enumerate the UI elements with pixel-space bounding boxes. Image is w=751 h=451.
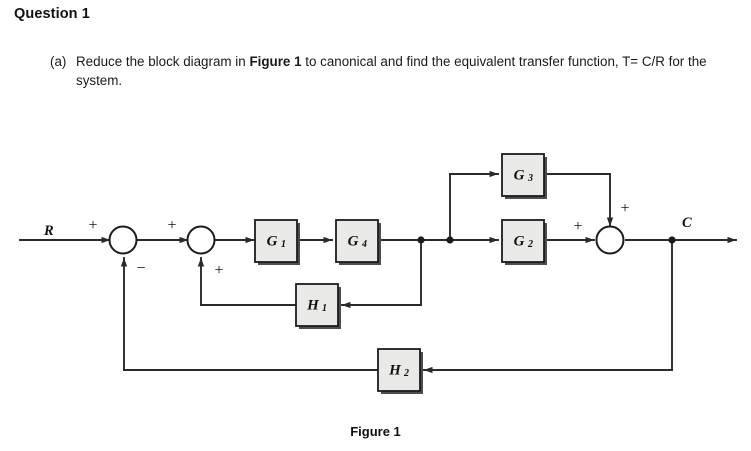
sum2-input-sign: + <box>167 217 176 234</box>
g1-block-letter: G <box>267 233 278 249</box>
h2-block-subscript: 2 <box>403 368 409 379</box>
h1-block-subscript: 1 <box>322 303 327 314</box>
page-title: Question 1 <box>14 6 90 22</box>
takeoff-node-h1 <box>417 236 425 244</box>
g3-block <box>501 153 545 197</box>
g3-block-subscript: 3 <box>527 173 533 184</box>
block-diagram-figure: G 1 G 4 G 3 G 2 H 1 H 2 <box>0 132 751 412</box>
h1-block <box>295 283 339 327</box>
summing-junction-2 <box>186 225 216 255</box>
summing-junction-3 <box>595 225 625 255</box>
block-diagram-svg: G 1 G 4 G 3 G 2 H 1 H 2 <box>19 153 737 394</box>
takeoff-node-output <box>668 236 676 244</box>
prompt-text-part1: Reduce the block diagram in <box>76 54 250 69</box>
input-signal-label: R <box>43 223 54 239</box>
g4-block-subscript: 4 <box>361 239 367 250</box>
g4-block-letter: G <box>348 233 359 249</box>
prompt-marker: (a) <box>50 54 67 69</box>
figure-caption: Figure 1 <box>350 424 401 439</box>
g1-block-subscript: 1 <box>281 239 286 250</box>
h1-block-letter: H <box>306 297 320 313</box>
sum3-top-sign: + <box>620 200 629 217</box>
sum2-feedback-sign: + <box>214 262 223 279</box>
g3-block-letter: G <box>514 167 525 183</box>
h2-block <box>377 348 421 392</box>
summing-junction-1 <box>108 225 138 255</box>
g2-block <box>501 219 545 263</box>
sum3-input-sign: + <box>573 218 582 235</box>
g2-block-letter: G <box>514 233 525 249</box>
h2-block-letter: H <box>388 362 402 378</box>
prompt-text: Reduce the block diagram in Figure 1 to … <box>76 52 710 90</box>
sum1-feedback-sign: − <box>136 260 145 277</box>
prompt-figure-reference: Figure 1 <box>249 54 302 69</box>
sum1-input-sign: + <box>88 217 97 234</box>
prompt-text-part2: to canonical and find the equivalent tra… <box>76 54 707 89</box>
g2-block-subscript: 2 <box>527 239 533 250</box>
output-signal-label: C <box>682 215 692 231</box>
question-prompt: (a) Reduce the block diagram in Figure 1… <box>50 52 710 90</box>
g1-block <box>254 219 298 263</box>
g4-block <box>335 219 379 263</box>
takeoff-node-g3 <box>446 236 454 244</box>
